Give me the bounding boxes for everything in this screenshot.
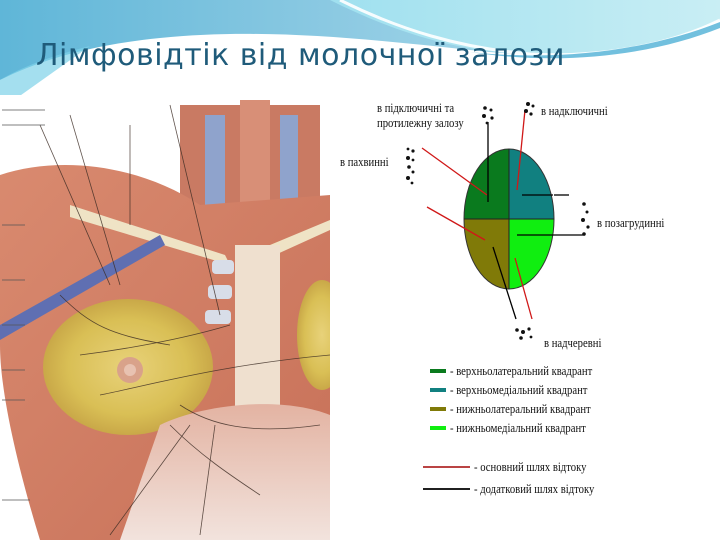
label-epigastric: в надчеревні — [544, 335, 602, 350]
legend-swatch — [430, 369, 446, 373]
legend-item-primary-path: - основний шлях відтоку — [474, 459, 587, 474]
legend-item-lower-medial: - нижньомедіальний квадрант — [430, 420, 616, 436]
label-supraclavicular: в надключичні — [541, 103, 608, 118]
legend-swatch — [430, 426, 446, 430]
legend-item-secondary-path: - додатковий шлях відтоку — [474, 481, 595, 496]
legend-item-upper-medial: - верхньомедіальний квадрант — [430, 382, 618, 398]
quadrant-ellipse-diagram — [406, 102, 590, 490]
lymph-node-icons — [406, 102, 590, 340]
quadrant-lower-medial — [509, 219, 554, 289]
slide-title: Лімфовідтік від молочної залози — [36, 38, 565, 73]
legend-swatch — [430, 388, 446, 392]
legend-swatch — [430, 407, 446, 411]
label-axillary: в пахвинні — [340, 154, 389, 169]
quadrant-upper-medial — [509, 149, 554, 219]
anatomy-illustration — [0, 95, 330, 540]
label-subclavian-contralateral: в підключичні та протилежну залозу — [377, 100, 464, 130]
lymph-drainage-diagram: в підключичні та протилежну залозу в над… — [335, 90, 720, 540]
header-wave-decoration — [0, 0, 720, 110]
legend-item-lower-lateral: - нижньолатеральний квадрант — [430, 401, 622, 417]
quadrant-lower-lateral — [464, 219, 509, 289]
label-retrosternal: в позагрудинні — [597, 215, 665, 230]
legend-item-upper-lateral: - верхньолатеральний квадрант — [430, 363, 624, 379]
